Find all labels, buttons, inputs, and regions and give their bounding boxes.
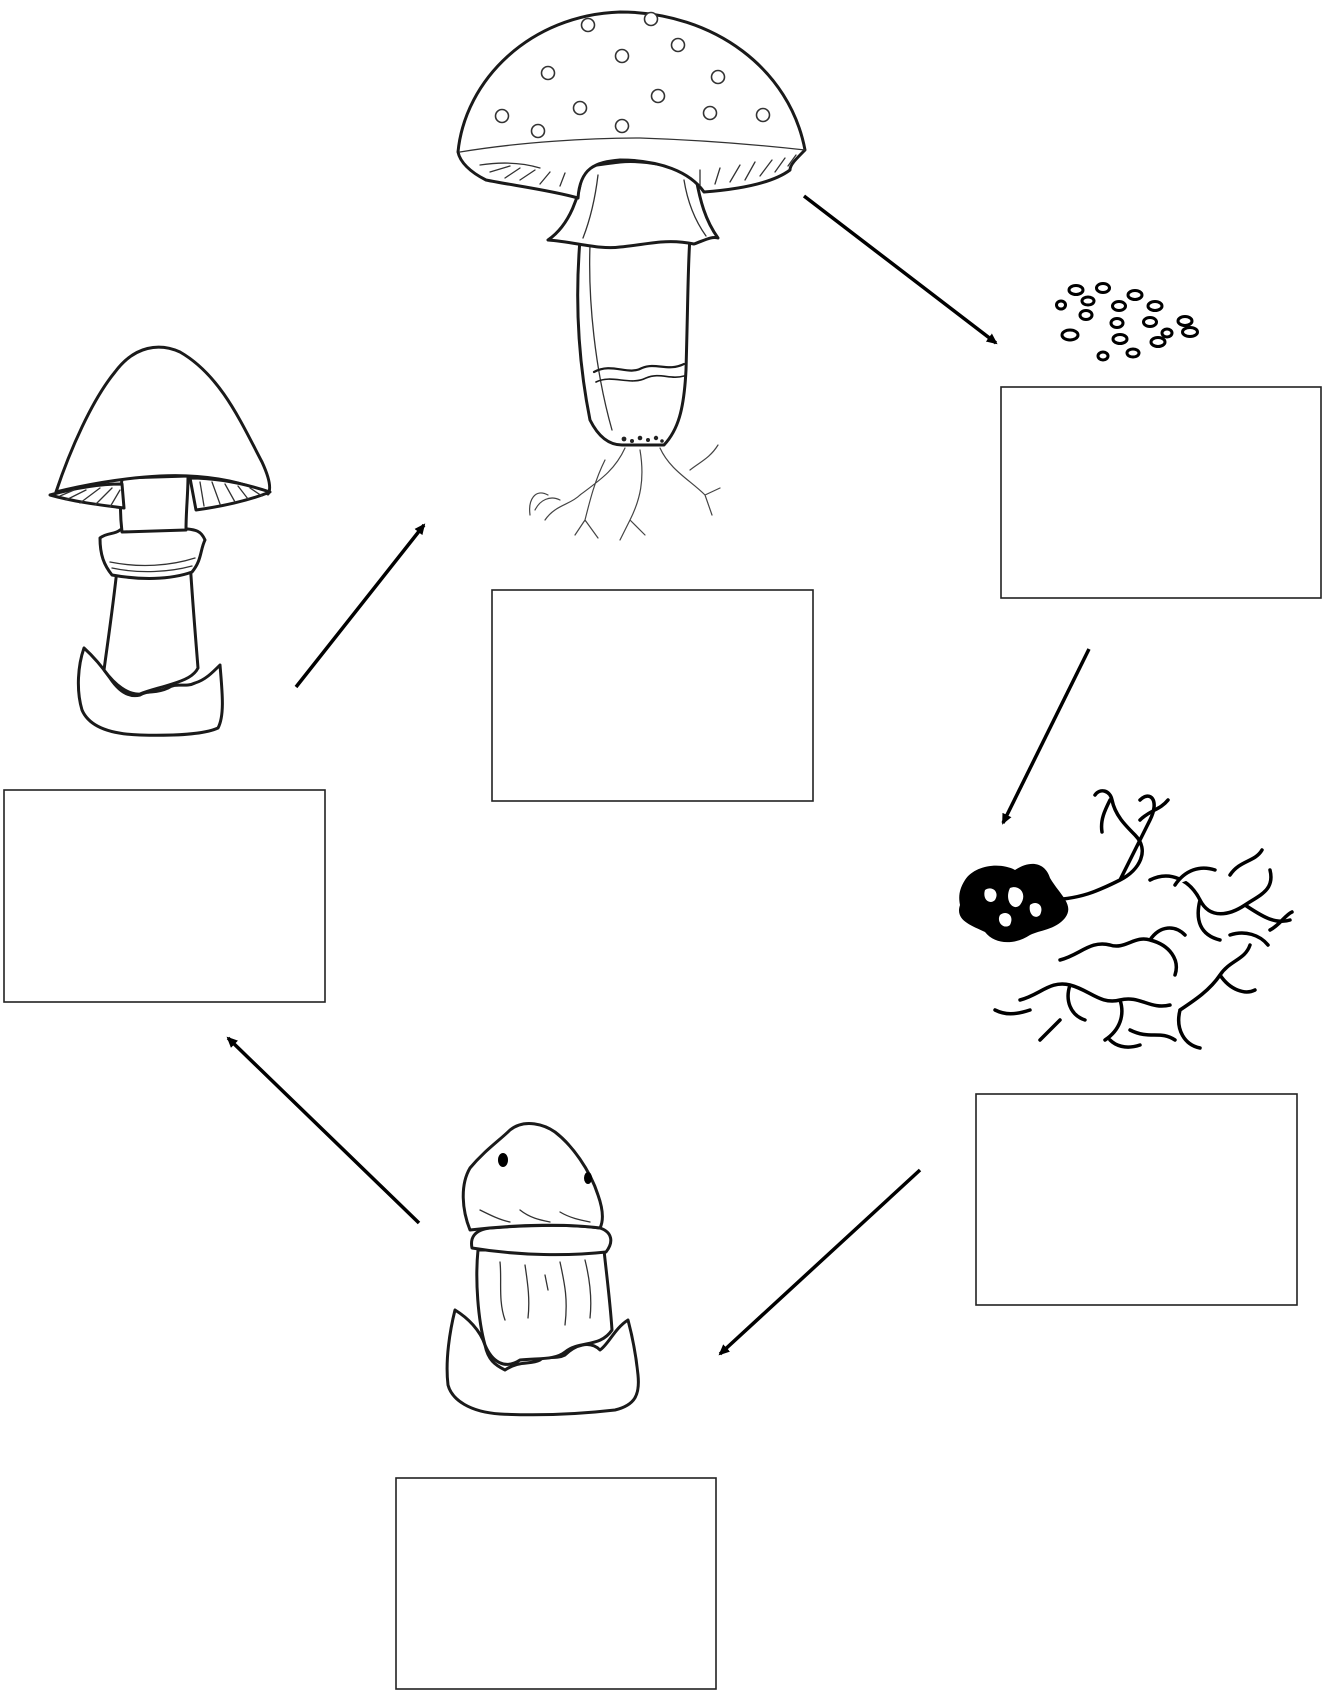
arrow-hyphae-to-button bbox=[720, 1170, 920, 1354]
label-box-spores[interactable] bbox=[1001, 387, 1321, 598]
young-mushroom-icon bbox=[50, 347, 270, 735]
label-box-hyphae[interactable] bbox=[976, 1094, 1297, 1305]
label-box-button[interactable] bbox=[396, 1478, 716, 1689]
arrow-button-to-young bbox=[228, 1038, 419, 1223]
button-mushroom-icon bbox=[447, 1124, 638, 1415]
label-box-young-mushroom[interactable] bbox=[4, 790, 325, 1002]
spores-icon bbox=[1057, 284, 1198, 361]
arrow-young-to-mature bbox=[296, 525, 424, 687]
mycelium-icon bbox=[959, 791, 1292, 1048]
label-box-mature-mushroom[interactable] bbox=[492, 590, 813, 801]
mature-mushroom-icon bbox=[458, 12, 805, 540]
arrow-mature-to-spores bbox=[804, 196, 996, 343]
arrow-spores-to-hyphae bbox=[1003, 649, 1089, 823]
